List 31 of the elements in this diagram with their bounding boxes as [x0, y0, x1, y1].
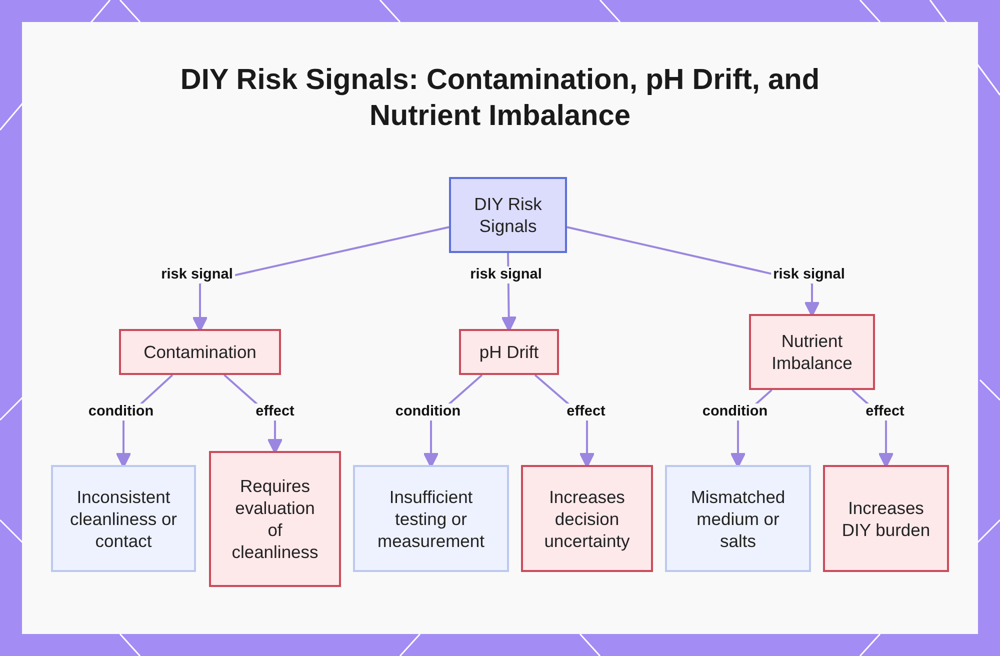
edge-label: condition — [86, 404, 156, 420]
edge-label: risk signal — [468, 266, 544, 284]
edge-label: condition — [700, 404, 770, 420]
edge-label: effect — [864, 404, 906, 420]
condition-box — [353, 465, 509, 572]
node-text: Requires evaluation of cleanliness — [230, 475, 320, 563]
diagram-title: DIY Risk Signals: Contamination, pH Drift, and Nutrient Imbalance — [179, 63, 821, 134]
node-text: DIY Risk Signals — [473, 193, 543, 237]
effect-box — [823, 465, 949, 572]
topic-box — [449, 177, 567, 253]
node-text: Nutrient Imbalance — [770, 330, 854, 374]
edge-label: risk signal — [771, 266, 847, 284]
effect-box — [209, 451, 341, 587]
node-text: Increases decision uncertainty — [543, 486, 631, 552]
effect-box — [521, 465, 653, 572]
edge-label: effect — [254, 404, 296, 420]
node-text: Increases DIY burden — [841, 496, 931, 540]
risk-box — [119, 329, 281, 375]
risk-box — [749, 314, 875, 390]
risk-box — [459, 329, 559, 375]
node-text: Inconsistent cleanliness or contact — [69, 486, 178, 552]
edge-label: effect — [564, 404, 608, 420]
condition-box — [665, 465, 811, 572]
node-text: Mismatched medium or salts — [690, 486, 786, 552]
node-text: pH Drift — [479, 341, 539, 363]
node-text: Contamination — [144, 341, 256, 363]
condition-box — [51, 465, 196, 572]
node-text: Insufficient testing or measurement — [376, 486, 486, 552]
edge-label: risk signal — [159, 266, 235, 284]
connector-arrow — [192, 226, 450, 332]
edge-label: condition — [393, 404, 463, 420]
